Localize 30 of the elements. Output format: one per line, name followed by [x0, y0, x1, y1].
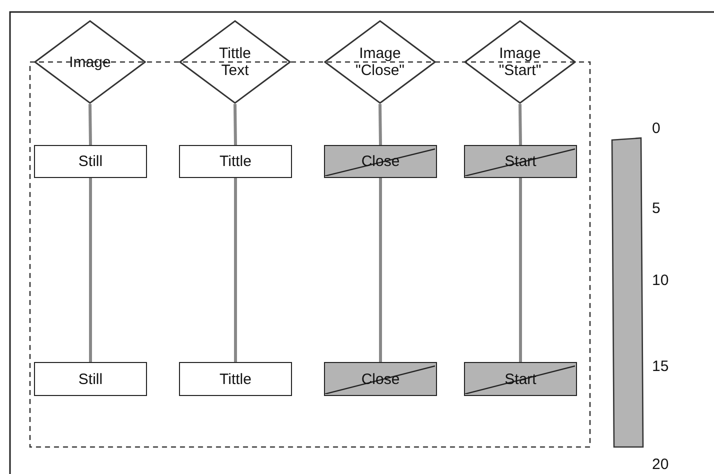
- node-label: Image "Start": [498, 45, 542, 79]
- connector-line: [234, 104, 237, 146]
- connector-line: [379, 178, 382, 362]
- scale-label: 15: [652, 358, 669, 375]
- node-label: Image: [69, 54, 111, 70]
- connector-line: [519, 178, 522, 362]
- scale-label: 5: [652, 200, 660, 217]
- decision-diamond: [34, 20, 146, 104]
- node-label: Tittle: [220, 153, 252, 170]
- decision-diamond: [464, 20, 576, 104]
- process-box: [179, 362, 292, 396]
- scale-label: 10: [652, 272, 669, 289]
- node-label: Tittle Text: [218, 45, 252, 79]
- node-label: Still: [78, 153, 103, 170]
- node-label: Still: [78, 370, 103, 388]
- scale-bar: [611, 137, 644, 448]
- connector-line: [378, 104, 382, 146]
- connector-line: [234, 178, 237, 362]
- decision-diamond: [324, 20, 436, 104]
- connector-line: [88, 104, 92, 146]
- connector-line: [518, 104, 522, 146]
- node-label: Image "Close": [354, 45, 406, 79]
- scale-label: 0: [652, 120, 660, 137]
- process-box: [34, 362, 147, 396]
- connector-line: [89, 178, 92, 362]
- process-box: [179, 145, 292, 178]
- process-box: [34, 145, 147, 178]
- scale-label: 20: [652, 456, 669, 473]
- node-label: Tittle: [220, 370, 252, 388]
- decision-diamond: [179, 20, 291, 104]
